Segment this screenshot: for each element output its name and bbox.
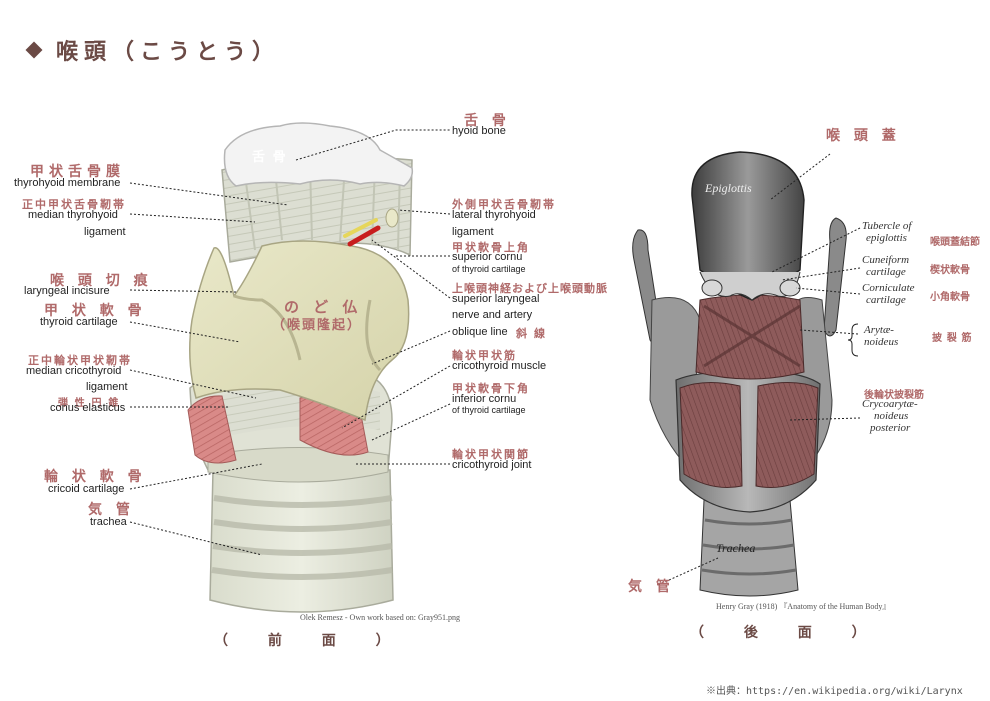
- label-inferior-cornu-jp: 甲状軟骨下角: [452, 383, 530, 395]
- label-arytae-en2: noideus: [864, 336, 899, 348]
- label-post-crico-en2: noideus: [874, 410, 909, 422]
- label-cuneiform-jp: 楔状軟骨: [930, 265, 970, 276]
- label-oblique-en: oblique line: [452, 326, 508, 338]
- label-median-thyrohyoid-en: median thyrohyoid: [28, 209, 118, 221]
- front-larynx-drawing: [187, 122, 414, 613]
- page-title-text: 喉頭（こうとう）: [56, 39, 281, 64]
- adams-apple-sub-label: （喉頭隆起）: [272, 317, 363, 332]
- label-superior-cornu-en: superior cornu: [452, 251, 523, 263]
- label-conus-jp: 弾 性 円 錐: [58, 398, 121, 409]
- label-median-thyrohyoid-jp: 正中甲状舌骨靭帯: [22, 199, 126, 211]
- label-inferior-cornu-en2: of thyroid cartilage: [452, 405, 526, 415]
- source-link[interactable]: ※出典：https://en.wikipedia.org/wiki/Larynx: [706, 686, 963, 697]
- label-oblique-jp: 斜 線: [516, 328, 548, 340]
- label-conus-en: conus elasticus: [50, 402, 126, 414]
- label-cuneiform-en1: Cuneiform: [862, 254, 910, 266]
- front-caption: （ 前 面 ）: [214, 632, 408, 648]
- leader-lines: [129, 129, 861, 586]
- label-arytae-en1: Arytæ-: [864, 324, 894, 336]
- hyoid-center-label: 舌 骨: [252, 149, 288, 164]
- label-laryngeal-incisure-en: laryngeal incisure: [24, 285, 110, 297]
- label-cricothyroid-muscle-en: cricothyroid muscle: [452, 360, 547, 372]
- trachea-image-label: Trachea: [716, 541, 756, 555]
- back-larynx-drawing: [632, 151, 847, 597]
- label-corniculate-en1: Corniculate: [862, 282, 915, 294]
- label-corniculate-en2: cartilage: [866, 294, 906, 306]
- label-thyroid-cartilage-jp: 甲 状 軟 骨: [44, 302, 147, 318]
- label-epiglottis-jp: 喉 頭 蓋: [826, 127, 901, 143]
- label-cricothyroid-joint-en: cricothyroid joint: [452, 459, 532, 471]
- label-post-crico-en1: Crycoarytæ-: [862, 398, 918, 410]
- back-caption: （ 後 面 ）: [690, 624, 884, 640]
- label-trachea-en: trachea: [90, 516, 127, 528]
- back-credit: Henry Gray (1918) 『Anatomy of the Human …: [716, 602, 891, 611]
- arytae-brace: [847, 323, 859, 357]
- label-tubercle-en1: Tubercle of: [862, 220, 912, 232]
- label-inferior-cornu-en: inferior cornu: [452, 393, 517, 405]
- label-post-crico-jp: 後輪状披裂筋: [864, 390, 924, 401]
- label-lateral-thyrohyoid-en: lateral thyrohyoid: [452, 209, 536, 221]
- label-cricoid-en: cricoid cartilage: [48, 483, 125, 495]
- label-superior-cornu-jp: 甲状軟骨上角: [452, 242, 530, 254]
- front-credit: Olek Remesz - Own work based on: Gray951…: [300, 613, 460, 622]
- label-thyrohyoid-membrane-en: thyrohyoid membrane: [14, 177, 121, 189]
- label-back-trachea-jp: 気 管: [628, 578, 675, 594]
- label-hyoid-en: hyoid bone: [452, 125, 506, 137]
- label-superior-cornu-en2: of thyroid cartilage: [452, 264, 526, 274]
- label-median-cricothyroid-en: median cricothyroid: [26, 365, 122, 377]
- label-sup-laryngeal-en: superior laryngeal: [452, 293, 540, 305]
- label-median-cricothyroid-en2: ligament: [86, 381, 128, 393]
- epiglottis-image-label: Epiglottis: [705, 181, 752, 195]
- label-lateral-thyrohyoid-en2: ligament: [452, 226, 494, 238]
- page-title: 喉頭（こうとう）: [25, 34, 281, 66]
- label-arytae-jp: 披 裂 筋: [932, 333, 973, 344]
- adams-apple-label: の ど 仏: [284, 299, 363, 316]
- label-laryngeal-incisure-jp: 喉 頭 切 痕: [50, 272, 153, 288]
- label-cuneiform-en2: cartilage: [866, 266, 906, 278]
- label-thyrohyoid-membrane-jp: 甲状舌骨膜: [30, 163, 125, 179]
- label-cricothyroid-muscle-jp: 輪状甲状筋: [452, 350, 517, 362]
- label-cricothyroid-joint-jp: 輪状甲状関節: [452, 449, 530, 461]
- label-tubercle-jp: 喉頭蓋結節: [930, 237, 980, 248]
- label-corniculate-jp: 小角軟骨: [930, 292, 970, 303]
- label-cricoid-jp: 輪 状 軟 骨: [44, 468, 147, 484]
- label-trachea-jp: 気 管: [88, 501, 135, 517]
- diamond-bullet-icon: [25, 41, 43, 59]
- label-post-crico-en3: posterior: [870, 422, 911, 434]
- label-sup-laryngeal-en2: nerve and artery: [452, 309, 533, 321]
- label-sup-laryngeal-jp: 上喉頭神経および上喉頭動脈: [452, 283, 608, 295]
- label-median-thyrohyoid-en2: ligament: [84, 226, 126, 238]
- label-median-cricothyroid-jp: 正中輪状甲状靭帯: [28, 355, 132, 367]
- label-hyoid-jp: 舌 骨: [464, 112, 511, 128]
- label-lateral-thyrohyoid-jp: 外側甲状舌骨靭帯: [452, 199, 556, 211]
- label-tubercle-en2: epiglottis: [866, 232, 907, 244]
- label-thyroid-cartilage-en: thyroid cartilage: [40, 316, 118, 328]
